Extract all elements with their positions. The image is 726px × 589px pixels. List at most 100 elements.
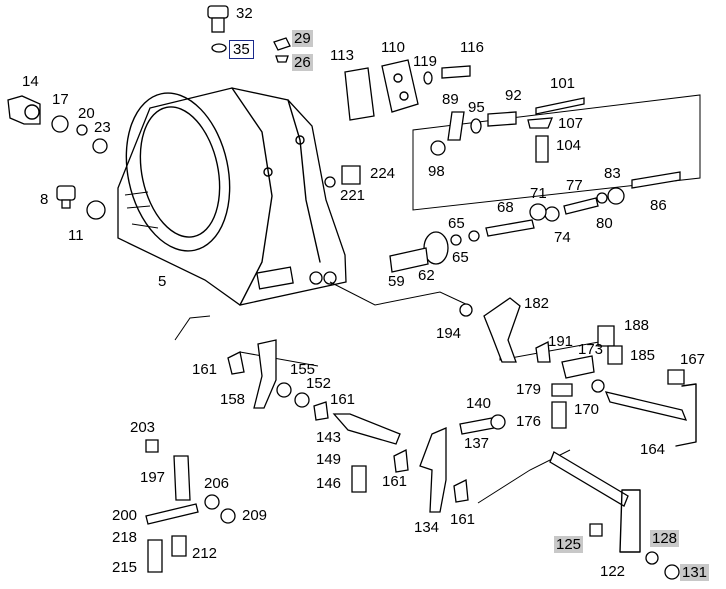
- part-17-nut[interactable]: [51, 115, 69, 133]
- label-209: 209: [242, 507, 268, 524]
- label-215: 215: [112, 559, 138, 576]
- label-161a: 161: [192, 361, 218, 378]
- part-164-arm: [675, 383, 697, 447]
- label-206: 206: [204, 475, 230, 492]
- part-179-bush[interactable]: [551, 383, 573, 397]
- part-77-spring[interactable]: [563, 197, 599, 215]
- part-59-piston[interactable]: [389, 247, 429, 273]
- part-101-rod[interactable]: [535, 97, 585, 115]
- part-143-lever[interactable]: [332, 413, 401, 445]
- part-113-gasket[interactable]: [344, 67, 375, 121]
- part-32-plug[interactable]: [207, 5, 229, 33]
- part-71-disc[interactable]: [529, 203, 547, 221]
- part-11-seal[interactable]: [86, 200, 106, 220]
- part-128-washer[interactable]: [645, 551, 659, 565]
- part-83-clip[interactable]: [607, 187, 625, 205]
- part-26-screw[interactable]: [275, 55, 289, 63]
- part-140-spring[interactable]: [459, 417, 495, 435]
- part-134-lever[interactable]: [419, 427, 447, 513]
- label-125[interactable]: 125: [554, 536, 584, 553]
- part-215-screw[interactable]: [147, 539, 163, 573]
- label-122: 122: [600, 563, 626, 580]
- part-89-plate[interactable]: [447, 111, 465, 141]
- label-11: 11: [68, 227, 84, 244]
- part-224-bolt[interactable]: [341, 165, 361, 185]
- label-152: 152: [306, 375, 332, 392]
- label-65a: 65: [448, 215, 465, 232]
- label-131[interactable]: 131: [680, 564, 710, 581]
- part-80-washer[interactable]: [596, 192, 608, 204]
- part-68-shaft[interactable]: [485, 219, 535, 237]
- label-83: 83: [604, 165, 621, 182]
- part-206-washer[interactable]: [204, 494, 220, 510]
- label-173: 173: [578, 341, 604, 358]
- part-122-shaft[interactable]: [549, 451, 629, 507]
- label-5: 5: [158, 273, 167, 290]
- part-35-seal[interactable]: [211, 43, 227, 53]
- label-98: 98: [428, 163, 445, 180]
- part-74-ring[interactable]: [544, 206, 560, 222]
- part-98-nut[interactable]: [430, 140, 446, 156]
- label-29[interactable]: 29: [292, 30, 313, 47]
- part-110-valve-body[interactable]: [381, 59, 419, 113]
- part-176-screw[interactable]: [551, 401, 567, 429]
- part-65b-ring[interactable]: [450, 234, 462, 246]
- label-128[interactable]: 128: [650, 530, 680, 547]
- part-158-lever[interactable]: [253, 339, 277, 409]
- part-146-screw[interactable]: [351, 465, 367, 493]
- part-20-washer[interactable]: [76, 124, 88, 136]
- label-134: 134: [414, 519, 440, 536]
- part-197-bracket[interactable]: [173, 455, 191, 501]
- label-95: 95: [468, 99, 485, 116]
- label-116: 116: [460, 39, 484, 56]
- part-161b-clip[interactable]: [313, 401, 329, 421]
- part-14-elbow[interactable]: [7, 95, 41, 125]
- label-26[interactable]: 26: [292, 54, 313, 71]
- part-155-washer[interactable]: [276, 382, 292, 398]
- part-167-nut[interactable]: [667, 369, 685, 385]
- part-182-lever[interactable]: [483, 297, 521, 363]
- part-164-shaft[interactable]: [604, 391, 688, 421]
- label-119: 119: [413, 53, 437, 70]
- part-170-washer[interactable]: [591, 379, 605, 393]
- part-104-screw[interactable]: [535, 135, 549, 163]
- part-203-bolt[interactable]: [145, 439, 159, 453]
- part-185-bolt[interactable]: [607, 345, 623, 365]
- part-209-nut[interactable]: [220, 508, 236, 524]
- part-116-bolt[interactable]: [441, 65, 471, 79]
- part-95-spacer[interactable]: [470, 118, 482, 134]
- part-200-plate[interactable]: [145, 503, 199, 525]
- transmission-housing[interactable]: [112, 83, 347, 306]
- part-107-clip[interactable]: [527, 117, 553, 129]
- label-161d: 161: [450, 511, 476, 528]
- label-65b: 65: [452, 249, 469, 266]
- part-8-plug[interactable]: [56, 185, 76, 209]
- label-71: 71: [530, 185, 547, 202]
- part-161c-clip[interactable]: [393, 448, 409, 473]
- part-119-washer[interactable]: [423, 71, 433, 85]
- label-149: 149: [316, 451, 342, 468]
- label-77: 77: [566, 177, 583, 194]
- part-125-pin[interactable]: [589, 523, 603, 537]
- part-173-lever[interactable]: [561, 355, 595, 379]
- part-65a-ring[interactable]: [468, 230, 480, 242]
- part-194-washer[interactable]: [459, 303, 473, 317]
- label-62: 62: [418, 267, 435, 284]
- part-221-washer[interactable]: [324, 176, 336, 188]
- part-152-bush[interactable]: [294, 392, 310, 408]
- label-158: 158: [220, 391, 246, 408]
- part-131-nut[interactable]: [664, 564, 680, 580]
- part-23-ring[interactable]: [92, 138, 108, 154]
- label-221: 221: [340, 187, 366, 204]
- part-137-nut[interactable]: [490, 414, 506, 430]
- part-212-bolt[interactable]: [171, 535, 187, 557]
- part-161a-clip[interactable]: [227, 351, 245, 375]
- part-161d-clip[interactable]: [453, 478, 469, 503]
- part-86-pin[interactable]: [631, 171, 681, 189]
- part-29-clip[interactable]: [273, 37, 291, 51]
- label-20: 20: [78, 105, 95, 122]
- part-92-bolt[interactable]: [487, 111, 517, 127]
- label-35[interactable]: 35: [229, 40, 254, 59]
- label-218: 218: [112, 529, 138, 546]
- part-191-clip[interactable]: [535, 340, 551, 363]
